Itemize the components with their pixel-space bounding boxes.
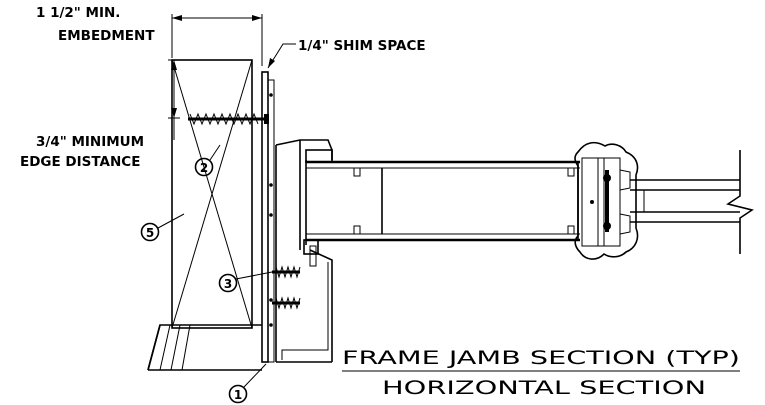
sash-frame-tube [306, 160, 580, 242]
break-line [726, 150, 754, 254]
callout-1: 1 [228, 363, 267, 404]
edge-distance-label-line1: 3/4" MINIMUM [36, 134, 144, 150]
embedment-label-line2: EMBEDMENT [58, 28, 155, 44]
shim-space-label: 1/4" SHIM SPACE [298, 38, 426, 54]
embedment-label-line1: 1 1/2" MIN. [36, 5, 120, 21]
callout-2-number: 2 [200, 161, 208, 175]
wood-buck [171, 59, 253, 329]
glass-panes [630, 179, 740, 223]
wall-base [147, 324, 262, 371]
shim-strip [261, 71, 275, 363]
callout-2: 2 [194, 144, 221, 177]
edge-distance-dimension [168, 59, 180, 140]
callout-1-number: 1 [234, 388, 242, 402]
callout-3: 3 [218, 271, 273, 293]
title-line2: HORIZONTAL SECTION [382, 377, 706, 399]
receptor-fastener-dots [269, 93, 273, 327]
buck-anchor-screw [188, 112, 269, 126]
title-line1: FRAME JAMB SECTION (TYP) [342, 347, 740, 369]
callout-3-number: 3 [224, 277, 232, 291]
shim-space-leader [267, 43, 296, 69]
embedment-dimension [171, 14, 263, 66]
edge-distance-label-line2: EDGE DISTANCE [20, 154, 140, 170]
glazing-profile [574, 141, 639, 260]
callout-5-number: 5 [146, 226, 154, 240]
callout-5: 5 [140, 213, 185, 242]
frame-jamb-profile [275, 139, 333, 363]
